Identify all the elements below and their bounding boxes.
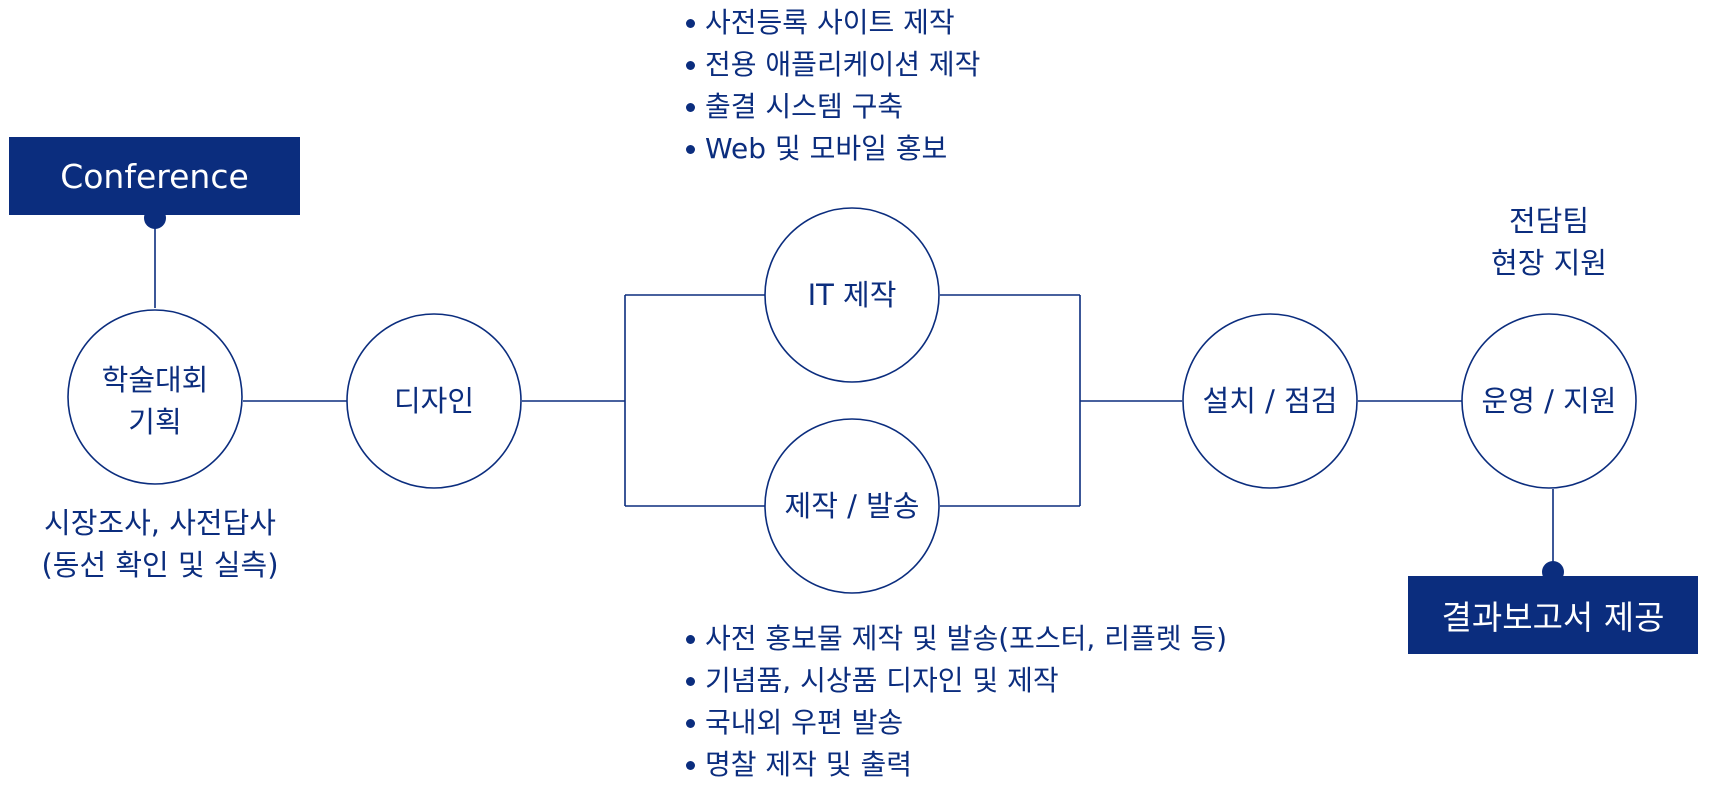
production-detail-item: 명찰 제작 및 출력 xyxy=(686,744,1227,786)
it-detail-item: 출결 시스템 구축 xyxy=(686,86,980,128)
node-production-circle xyxy=(764,418,940,594)
node-install-label: 설치 / 점검 xyxy=(1202,384,1338,418)
bullet-icon xyxy=(686,18,695,28)
bullet-icon xyxy=(686,144,695,154)
node-design-label: 디자인 xyxy=(393,384,475,418)
node-design-circle xyxy=(346,313,522,489)
bullet-icon xyxy=(686,676,695,686)
it-detail-item: 사전등록 사이트 제작 xyxy=(686,2,980,44)
node-planning-line-1: 학술대회 xyxy=(101,363,209,397)
production-details-list: 사전 홍보물 제작 및 발송(포스터, 리플렛 등) 기념품, 시상품 디자인 … xyxy=(686,618,1227,786)
node-it-label: IT 제작 xyxy=(807,278,897,312)
it-detail-text: 출결 시스템 구축 xyxy=(705,90,904,123)
report-tag: 결과보고서 제공 xyxy=(1408,576,1698,654)
node-planning-label: 학술대회 기획 xyxy=(102,359,209,443)
node-install-circle xyxy=(1182,313,1358,489)
research-caption-line-1: 시장조사, 사전답사 xyxy=(44,506,276,540)
bullet-icon xyxy=(686,718,695,728)
research-caption-line-2: (동선 확인 및 실측) xyxy=(41,548,279,582)
research-caption: 시장조사, 사전답사 (동선 확인 및 실측) xyxy=(30,502,290,586)
support-caption-line-1: 전담팀 xyxy=(1508,204,1590,238)
support-caption: 전담팀 현장 지원 xyxy=(1449,200,1649,284)
bullet-icon xyxy=(686,102,695,112)
node-it-circle xyxy=(764,207,940,383)
node-operation-label: 운영 / 지원 xyxy=(1481,384,1617,418)
it-detail-item: 전용 애플리케이션 제작 xyxy=(686,44,980,86)
support-caption-line-2: 현장 지원 xyxy=(1491,246,1607,280)
it-details-list: 사전등록 사이트 제작 전용 애플리케이션 제작 출결 시스템 구축 Web 및… xyxy=(686,2,980,170)
node-planning-circle xyxy=(67,309,243,485)
production-detail-text: 명찰 제작 및 출력 xyxy=(705,748,913,781)
it-detail-text: 사전등록 사이트 제작 xyxy=(705,6,955,39)
production-detail-text: 기념품, 시상품 디자인 및 제작 xyxy=(705,664,1059,697)
node-planning-line-2: 기획 xyxy=(128,405,182,439)
conference-tag: Conference xyxy=(9,137,300,215)
it-detail-item: Web 및 모바일 홍보 xyxy=(686,128,980,170)
node-production-label: 제작 / 발송 xyxy=(784,489,920,523)
report-tag-label: 결과보고서 제공 xyxy=(1441,598,1665,637)
conference-tag-label: Conference xyxy=(60,156,249,196)
production-detail-text: 국내외 우편 발송 xyxy=(705,706,904,739)
production-detail-item: 기념품, 시상품 디자인 및 제작 xyxy=(686,660,1227,702)
bullet-icon xyxy=(686,760,695,770)
node-operation-circle xyxy=(1461,313,1637,489)
it-detail-text: Web 및 모바일 홍보 xyxy=(705,132,948,165)
bullet-icon xyxy=(686,634,695,644)
production-detail-item: 국내외 우편 발송 xyxy=(686,702,1227,744)
production-detail-text: 사전 홍보물 제작 및 발송(포스터, 리플렛 등) xyxy=(705,622,1228,655)
it-detail-text: 전용 애플리케이션 제작 xyxy=(705,48,981,81)
bullet-icon xyxy=(686,60,695,70)
production-detail-item: 사전 홍보물 제작 및 발송(포스터, 리플렛 등) xyxy=(686,618,1227,660)
